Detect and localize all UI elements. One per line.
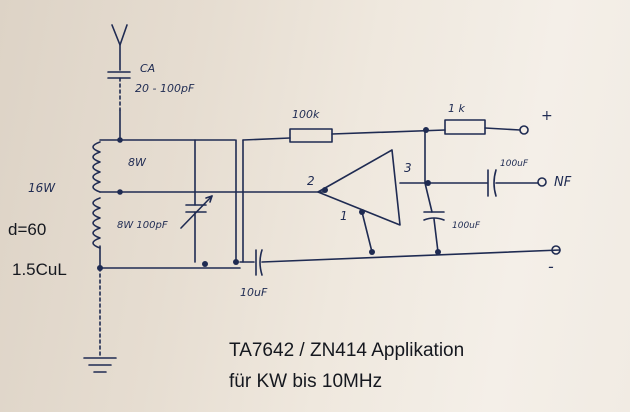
resistor-100k-symbol [242,128,446,143]
ground-rail [83,267,241,373]
nf-label: NF [554,175,572,190]
minus-terminal-symbol [551,245,561,255]
cap-supply-symbol [423,182,445,253]
minus-label: - [548,257,554,276]
resistor-100k-label: 100k [292,108,320,121]
coil-diameter-label: d=60 [8,220,47,239]
coil-8w-top-label: 8W [128,156,147,169]
variable-capacitor-symbol [180,139,213,263]
ic-pin2-label: 2 [307,174,315,188]
plus-label: + [541,108,553,124]
coil-16w-label: 16W [28,181,56,195]
ca-label: CA [140,62,155,75]
cap-output-label: 100uF [500,159,529,169]
ca-capacitor-symbol [107,71,131,111]
caption-line2: für KW bis 10MHz [229,371,383,392]
wire-label: 1.5CuL [12,260,67,279]
ic-pin3-label: 3 [404,161,412,175]
junction-dots [97,127,441,271]
caption-line1: TA7642 / ZN414 Applikation [229,340,465,361]
cap-10uf-label: 10uF [240,286,268,299]
antenna-symbol [111,24,128,71]
cap-10uf-symbol [235,139,561,276]
ic-ta7642-symbol [317,129,426,253]
resistor-1k-label: 1 k [448,102,465,115]
cap-output-symbol [424,169,547,197]
coil-8w-var-label: 8W 100pF [117,220,168,231]
cap-supply-label: 100uF [452,221,481,231]
ic-pin1-label: 1 [340,209,348,223]
resistor-1k-symbol [444,119,529,135]
ca-range-label: 20 - 100pF [135,82,195,95]
